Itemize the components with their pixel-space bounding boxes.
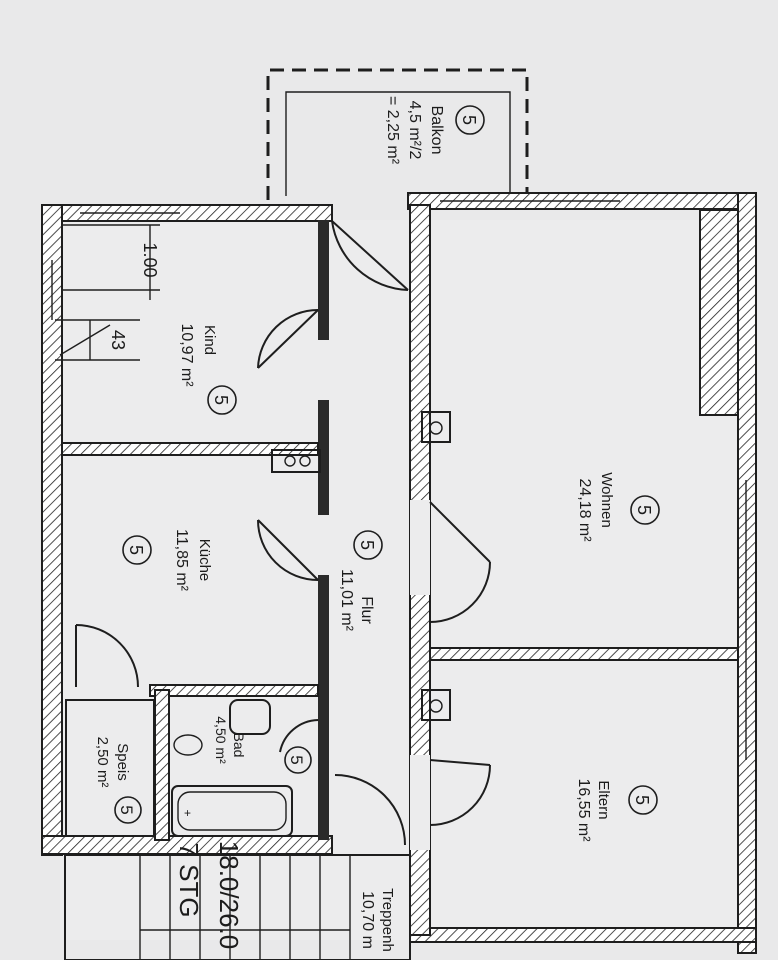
treppenhaus-label-group: Treppenh 10,70 m	[359, 888, 396, 952]
kueche-marker: 5	[126, 545, 146, 555]
flur-marker: 5	[357, 540, 377, 550]
balkon-area: 4,5 m²/2	[406, 101, 423, 160]
balkon-name: Balkon	[428, 106, 445, 155]
svg-text:+: +	[184, 806, 191, 820]
stair-size: 18.0/26.0	[214, 841, 244, 949]
wohnen-area: 24,18 m²	[576, 478, 593, 542]
dim-2-group: 43	[108, 330, 128, 350]
eltern-name: Eltern	[595, 780, 612, 819]
wohnen-name: Wohnen	[598, 472, 615, 528]
bath-fixtures: +	[171, 699, 293, 837]
dim-window-parapet: 1.00	[140, 242, 160, 277]
staircase	[64, 854, 411, 960]
speis-label-group: Speis 2,50 m² 5	[94, 737, 142, 824]
kueche-label-group: Küche 11,85 m² 5	[122, 529, 213, 592]
bad-area: 4,50 m²	[213, 716, 229, 764]
bad-name: Bad	[231, 733, 247, 758]
kind-name: Kind	[201, 325, 218, 355]
speis-area: 2,50 m²	[94, 737, 111, 788]
dimension-lines	[55, 224, 160, 361]
flur-area: 11,01 m²	[338, 569, 355, 632]
balcony	[266, 68, 529, 200]
treppenhaus-name: Treppenh	[379, 888, 396, 952]
stair-label: 7 STG	[174, 842, 204, 917]
wohnen-marker: 5	[634, 505, 654, 515]
balkon-marker: 5	[459, 115, 479, 125]
eltern-label-group: 5 Eltern 16,55 m²	[575, 778, 658, 842]
kind-marker: 5	[211, 395, 231, 405]
treppenhaus-area: 10,70 m	[359, 891, 376, 949]
bad-label-group: Bad 4,50 m² 5	[213, 716, 312, 774]
doors	[75, 220, 491, 846]
eltern-area: 16,55 m²	[575, 778, 592, 842]
flur-label-group: 5 Flur 11,01 m²	[338, 530, 383, 632]
bad-marker: 5	[287, 755, 306, 764]
kind-label-group: Kind 10,97 m² 5	[178, 323, 237, 415]
wohnen-label-group: 5 Wohnen 24,18 m²	[576, 472, 660, 542]
kind-area: 10,97 m²	[178, 323, 195, 387]
flur-name: Flur	[358, 596, 375, 624]
kueche-name: Küche	[196, 539, 213, 582]
dim-window-width: 43	[108, 330, 128, 350]
outer-walls	[41, 192, 757, 954]
stair-label-group: 7 STG 18.0/26.0	[174, 841, 244, 949]
interior-walls	[61, 204, 739, 936]
dim-1-group: 1.00	[140, 242, 160, 277]
speis-marker: 5	[117, 805, 136, 814]
windows	[51, 200, 747, 760]
balkon-effective: = 2,25 m²	[384, 96, 401, 165]
balkon-label-group: 5 Balkon 4,5 m²/2 = 2,25 m²	[384, 96, 485, 165]
eltern-marker: 5	[632, 795, 652, 805]
speis-name: Speis	[114, 743, 131, 781]
kueche-area: 11,85 m²	[173, 529, 190, 592]
